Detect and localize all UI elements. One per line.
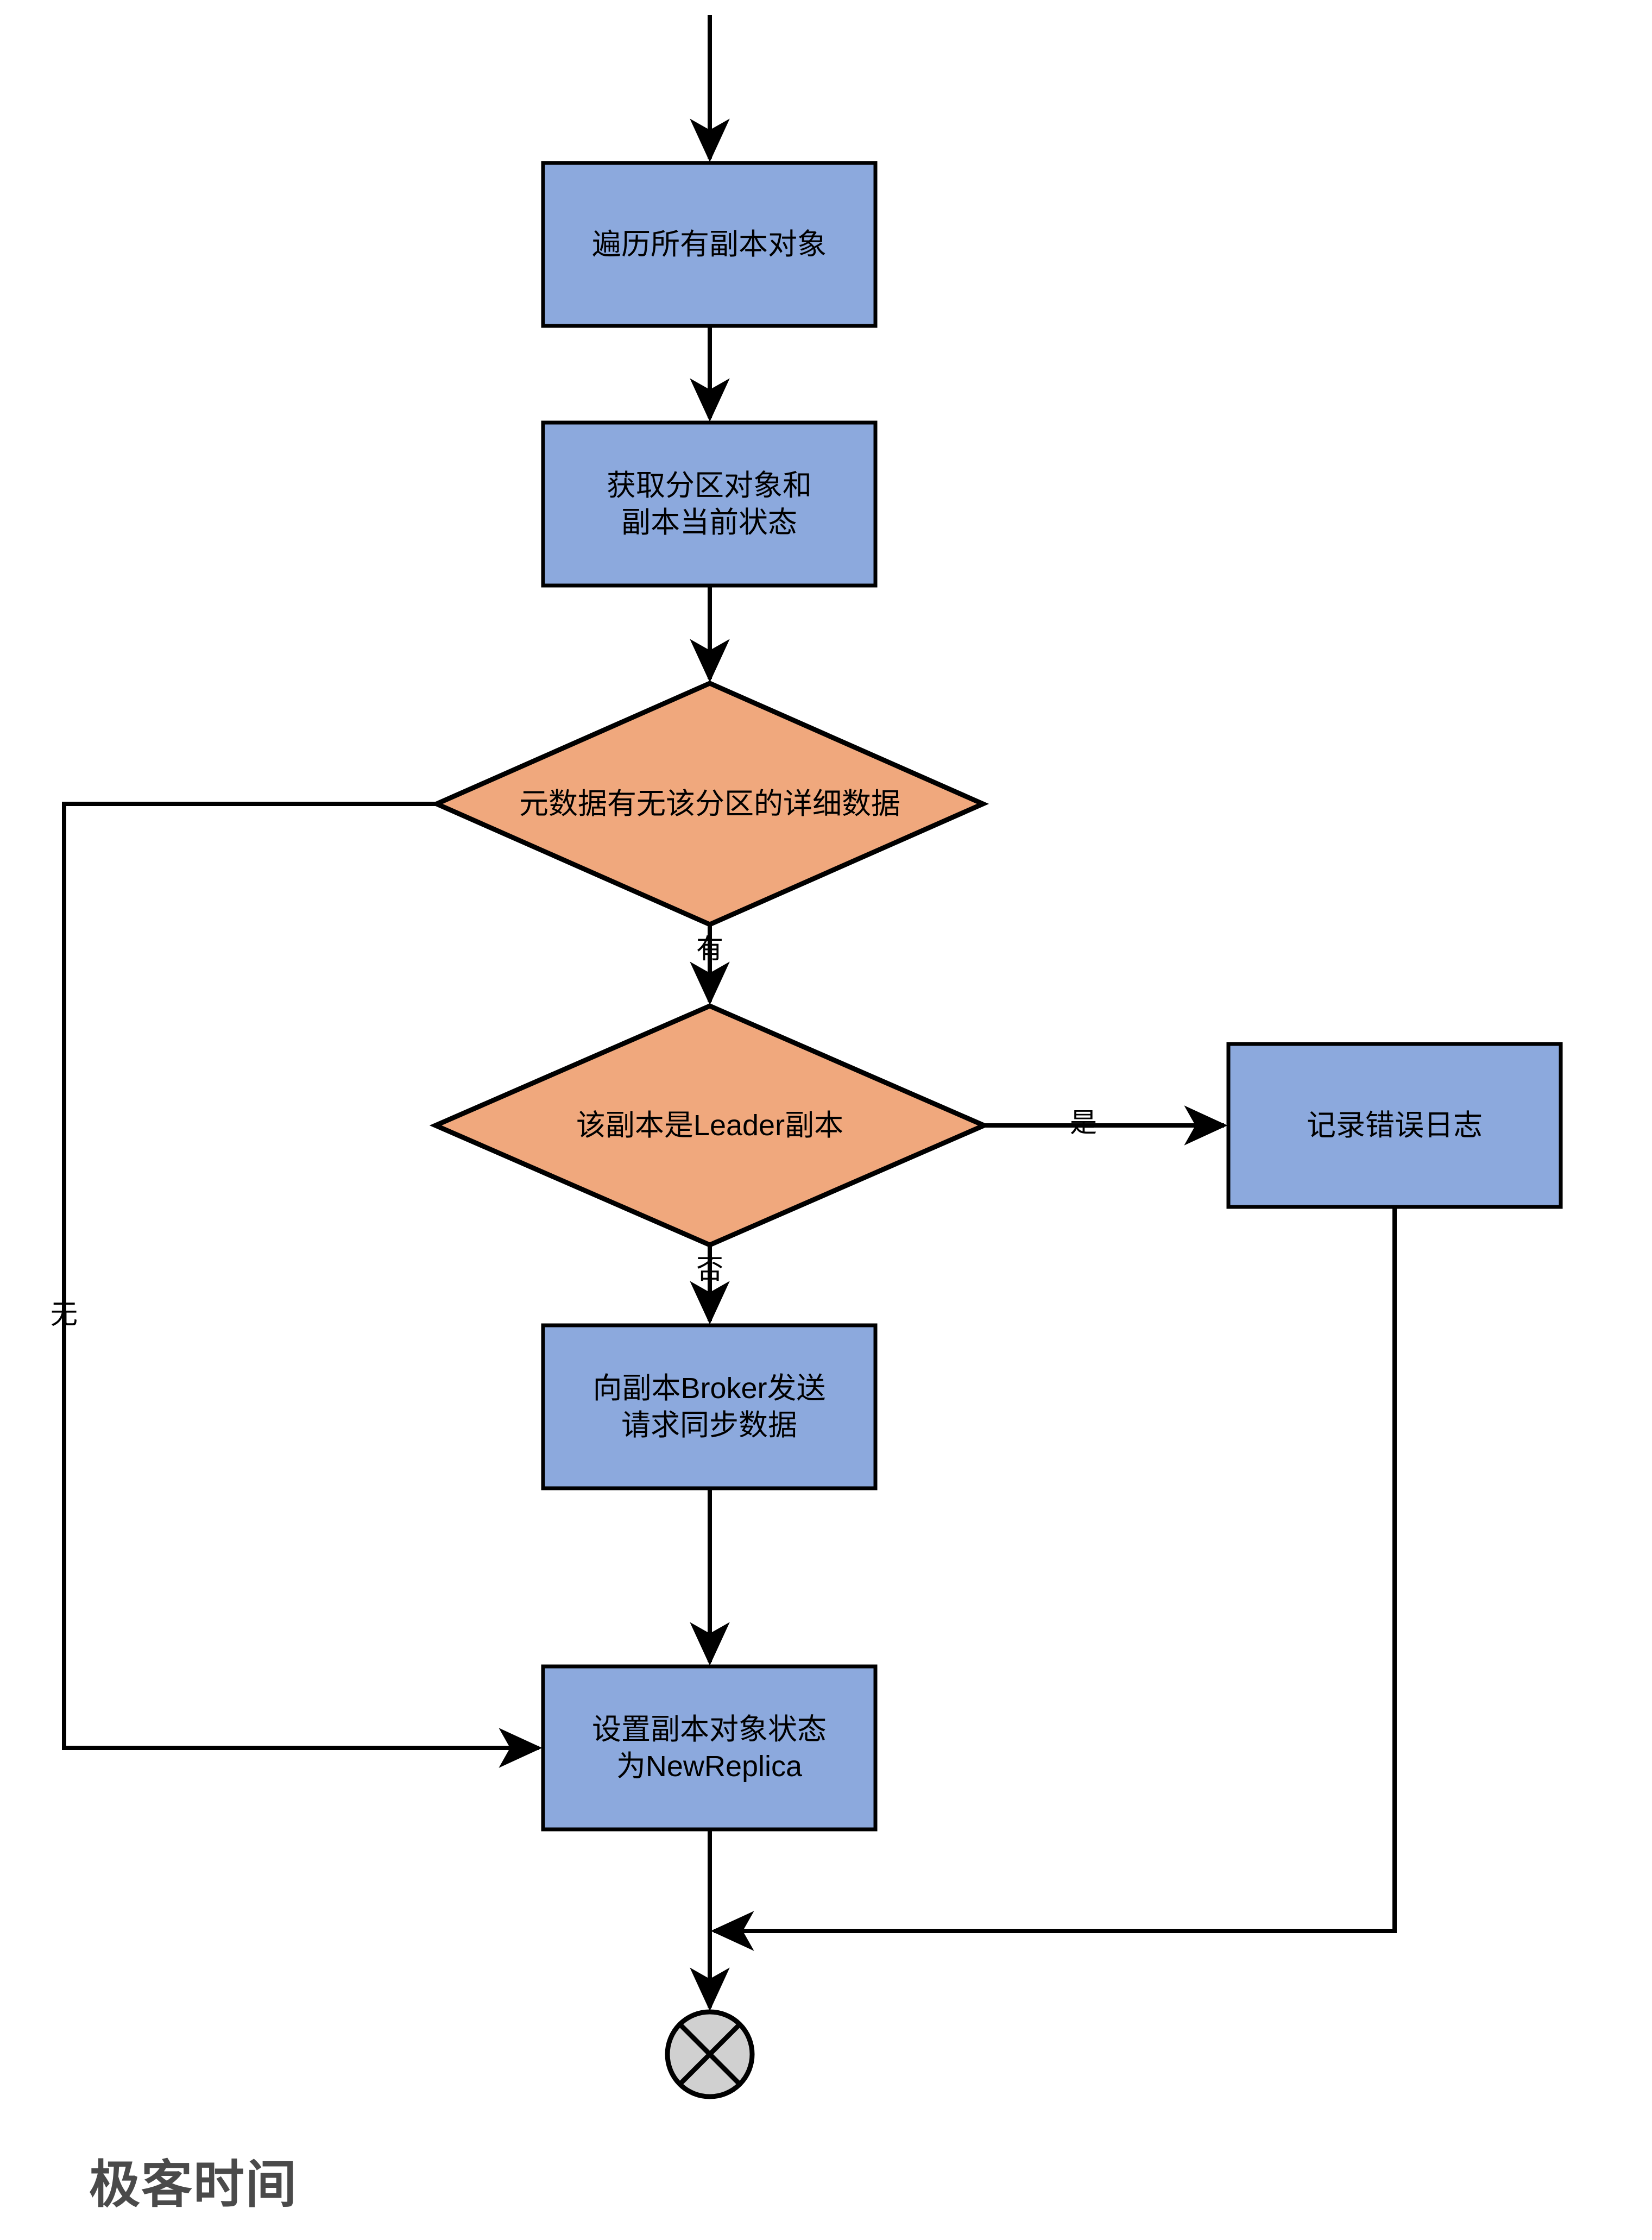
node-end-terminator bbox=[665, 2009, 755, 2099]
node-log-error bbox=[1226, 1042, 1563, 1209]
edge-label-isleader-no: 否 bbox=[696, 1254, 723, 1285]
node-decision-is-leader bbox=[429, 1003, 991, 1248]
edge-label-metadata-no: 无 bbox=[51, 1299, 78, 1330]
node-traverse-replicas bbox=[541, 161, 878, 328]
edge-label-isleader-yes: 是 bbox=[1070, 1108, 1097, 1138]
node-fetch-partition-state bbox=[541, 420, 878, 588]
node-send-sync-request bbox=[541, 1323, 878, 1490]
edge-logerror-to-end bbox=[710, 1207, 1397, 1951]
edge-metadata-no-to-newreplica bbox=[62, 802, 543, 1768]
edge-label-metadata-yes: 有 bbox=[696, 934, 723, 964]
brand-watermark: 极客时间 bbox=[11, 2143, 298, 2217]
node-set-newreplica bbox=[541, 1664, 878, 1832]
brand-name: 极客时间 bbox=[89, 2155, 298, 2214]
geekbang-logo-icon bbox=[11, 2144, 75, 2217]
node-decision-metadata-exists bbox=[430, 681, 989, 927]
